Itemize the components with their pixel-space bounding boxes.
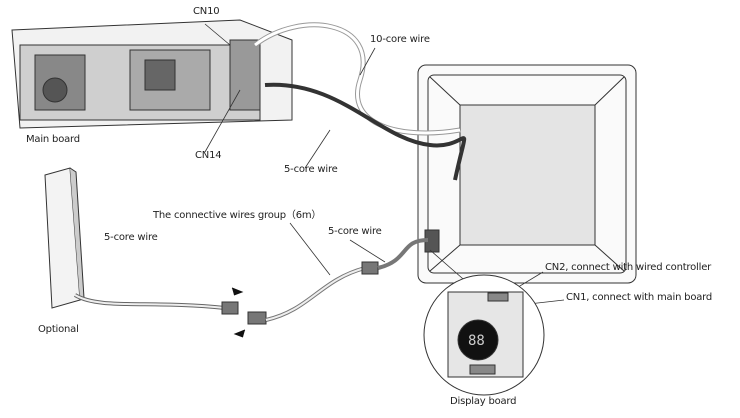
label-5-core-wire-center: 5-core wire: [284, 164, 338, 175]
label-main-board: Main board: [26, 134, 80, 145]
main-board-unit: [11, 19, 293, 129]
svg-text:88: 88: [468, 333, 485, 349]
cassette-unit: [417, 64, 637, 284]
label-connective-wires-group: The connective wires group（6m）: [153, 210, 322, 221]
label-10-core-wire: 10-core wire: [370, 34, 430, 45]
label-5-core-wire-left: 5-core wire: [104, 232, 158, 243]
label-cn1: CN1, connect with main board: [566, 292, 713, 303]
label-optional: Optional: [38, 324, 79, 335]
label-cn2: CN2, connect with wired controller: [545, 262, 712, 273]
five-core-wire-right: [377, 238, 429, 270]
label-display-board: Display board: [450, 396, 517, 407]
label-5-core-wire-right: 5-core wire: [328, 226, 382, 237]
label-cn10: CN10: [193, 6, 220, 17]
display-board: 88: [423, 274, 545, 396]
wired-controller: [44, 167, 85, 309]
five-core-wire-main: [264, 82, 467, 181]
label-cn14: CN14: [195, 150, 222, 161]
